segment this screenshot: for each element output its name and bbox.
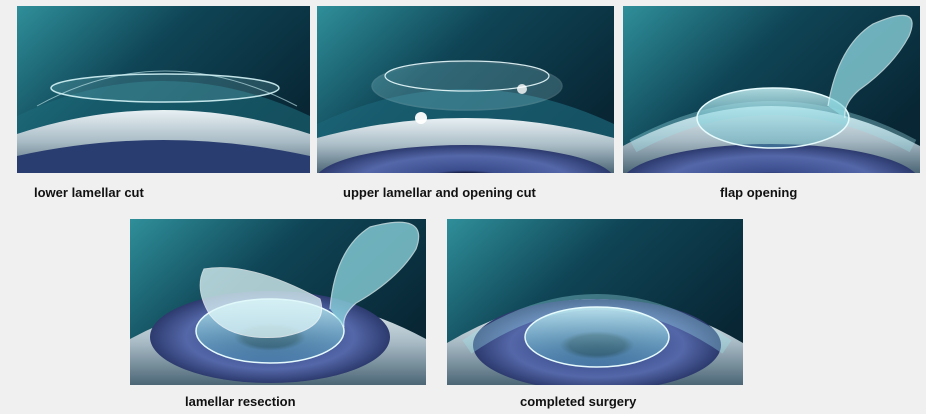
eye-illustration-lower-lamellar-cut — [17, 6, 310, 173]
panel-flap-opening — [623, 6, 920, 173]
panel-lower-lamellar-cut — [17, 6, 310, 173]
panel-upper-lamellar-opening-cut — [317, 6, 614, 173]
caption-completed-surgery: completed surgery — [520, 394, 670, 409]
caption-upper-lamellar-opening-cut: upper lamellar and opening cut — [343, 185, 583, 200]
eye-illustration-lamellar-resection — [130, 219, 426, 385]
panel-lamellar-resection — [130, 219, 426, 385]
eye-illustration-flap-opening — [623, 6, 920, 173]
caption-flap-opening: flap opening — [720, 185, 830, 200]
panel-completed-surgery — [447, 219, 743, 385]
caption-lower-lamellar-cut: lower lamellar cut — [34, 185, 184, 200]
eye-illustration-upper-lamellar-opening-cut — [317, 6, 614, 173]
eye-illustration-completed-surgery — [447, 219, 743, 385]
caption-lamellar-resection: lamellar resection — [185, 394, 335, 409]
